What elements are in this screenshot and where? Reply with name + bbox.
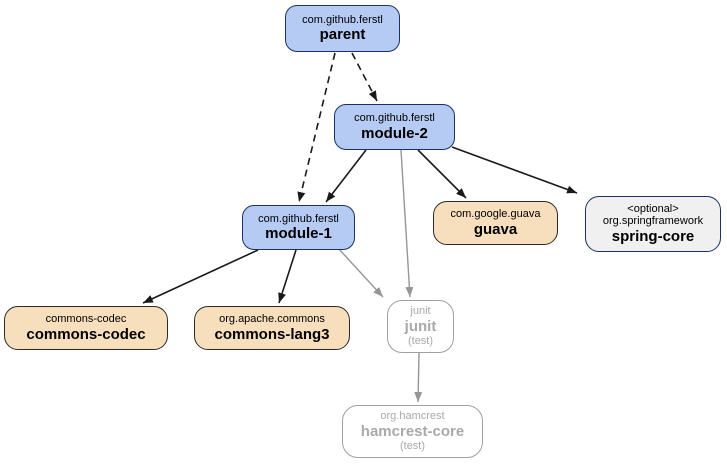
node-junit-scope: (test) <box>407 335 434 348</box>
node-junit-group: junit <box>410 305 431 318</box>
node-module-1-group: com.github.ferstl <box>258 212 339 225</box>
edge-module2-junit <box>400 149 414 298</box>
node-module-2-artifact: module-2 <box>361 124 428 142</box>
node-hamcrest-core-group: org.hamcrest <box>380 410 445 423</box>
node-junit-artifact: junit <box>404 317 437 335</box>
node-guava: com.google.guava guava <box>433 201 558 245</box>
node-parent: com.github.ferstl parent <box>285 5 400 52</box>
edge-module1-commonscodec <box>142 249 259 304</box>
node-commons-lang3-artifact: commons-lang3 <box>214 325 330 343</box>
node-module-1: com.github.ferstl module-1 <box>242 205 355 250</box>
node-commons-codec: commons-codec commons-codec <box>4 306 168 350</box>
node-commons-codec-artifact: commons-codec <box>26 325 146 343</box>
edge-module1-commonslang3 <box>278 249 297 304</box>
node-guava-group: com.google.guava <box>450 208 541 221</box>
node-spring-core-artifact: spring-core <box>611 228 695 246</box>
node-commons-lang3: org.apache.commons commons-lang3 <box>194 306 350 350</box>
edge-parent-module1 <box>297 52 336 203</box>
node-spring-core-optional: <optional> <box>627 202 679 215</box>
node-commons-codec-group: commons-codec <box>45 313 127 326</box>
node-parent-group: com.github.ferstl <box>302 13 383 26</box>
edge-module2-springcore <box>451 146 578 194</box>
node-hamcrest-core-scope: (test) <box>399 440 426 453</box>
edge-module1-junit <box>337 247 384 298</box>
node-module-2: com.github.ferstl module-2 <box>334 104 455 150</box>
node-parent-artifact: parent <box>319 26 366 44</box>
node-spring-core-group: org.springframework <box>602 215 704 228</box>
node-hamcrest-core-artifact: hamcrest-core <box>360 422 465 440</box>
node-junit: junit junit (test) <box>387 300 454 353</box>
edge-parent-module2 <box>351 52 378 102</box>
node-hamcrest-core: org.hamcrest hamcrest-core (test) <box>342 405 483 458</box>
edge-module2-module1 <box>325 149 367 203</box>
edge-junit-hamcrest <box>414 352 423 403</box>
node-module-2-group: com.github.ferstl <box>354 112 435 125</box>
node-commons-lang3-group: org.apache.commons <box>219 313 325 326</box>
node-guava-artifact: guava <box>473 220 518 238</box>
edge-module2-guava <box>417 149 467 199</box>
node-spring-core: <optional> org.springframework spring-co… <box>585 196 721 252</box>
node-module-1-artifact: module-1 <box>265 225 332 243</box>
